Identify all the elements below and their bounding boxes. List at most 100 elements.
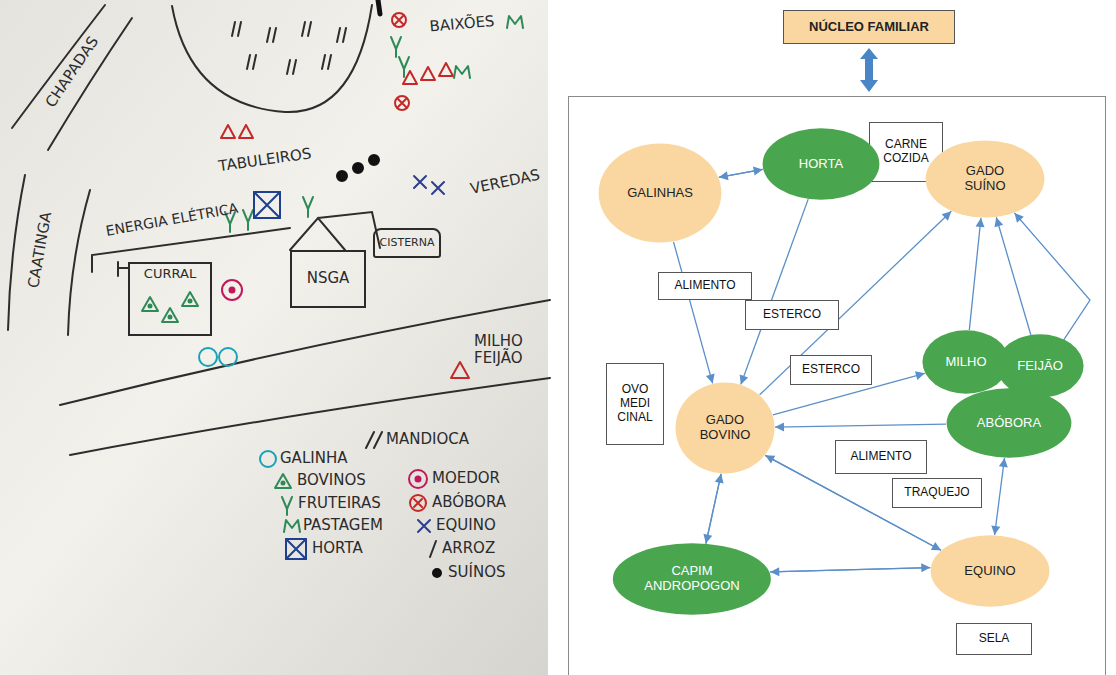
legend-symbols — [284, 520, 300, 532]
arrow-head — [706, 374, 715, 384]
map-symbols — [403, 71, 417, 84]
node-label: FEIJÃO — [1017, 359, 1063, 374]
ellipse-fill — [922, 330, 1009, 393]
system-boundary — [569, 97, 1106, 675]
arrow-head — [775, 422, 784, 431]
flow-line — [706, 474, 721, 544]
legend-entry: SUÍNOS — [448, 564, 505, 581]
legend-entry: PASTAGEM — [303, 517, 383, 534]
legend-text: MILHO FEIJÃO — [474, 333, 538, 366]
flow-arrow — [991, 458, 1008, 535]
map-symbols — [169, 316, 172, 319]
legend-text: ARROZ — [442, 540, 495, 557]
node-label: ESTERCO — [763, 308, 821, 322]
map-symbols — [142, 13, 523, 366]
flow-line — [995, 458, 1005, 535]
legend-entry: MANDIOCA — [386, 431, 469, 448]
map-symbols — [398, 99, 406, 107]
map-symbols — [243, 210, 253, 230]
region-lines — [70, 378, 550, 455]
crop-ellipse: ABÓBORA — [946, 388, 1072, 458]
map-symbols — [391, 37, 401, 57]
map-symbols — [421, 67, 435, 80]
node-label: ALIMENTO — [674, 279, 735, 293]
arrow-head — [715, 474, 724, 484]
animal-ellipse: GADO SUÍNO — [925, 140, 1045, 218]
legend-symbols — [286, 539, 306, 559]
legend-symbols — [416, 477, 421, 482]
map-symbols — [432, 182, 444, 194]
node-label: HORTA — [799, 157, 843, 172]
legend-entry: ABÓBORA — [432, 494, 506, 511]
flow-line — [775, 424, 946, 427]
legend-text: EQUINO — [436, 517, 496, 534]
legend-text: BOVINOS — [297, 472, 366, 489]
region-lines — [118, 262, 128, 276]
region-lines — [8, 0, 550, 455]
map-symbols — [149, 305, 152, 308]
ellipse-fill — [613, 543, 771, 614]
legend-symbols — [433, 569, 441, 577]
map-symbols — [395, 16, 403, 24]
flow-arrow — [775, 422, 946, 431]
flow-arrow — [673, 242, 714, 384]
animal-ellipse: GADO BOVINO — [675, 382, 775, 474]
region-lines — [378, 0, 380, 14]
map-symbols — [303, 197, 313, 217]
arrow-head — [942, 211, 952, 220]
map-symbols — [392, 13, 406, 27]
arrow-head — [976, 218, 985, 227]
legend-entry: BOVINOS — [297, 472, 366, 489]
diagram-ground — [552, 0, 1116, 675]
flow-label-box: TRAQUEJO — [892, 478, 982, 508]
flow-arrow — [770, 567, 930, 576]
map-symbols — [199, 348, 217, 366]
legend-symbols — [282, 482, 285, 485]
map-symbols — [353, 163, 363, 173]
arrow-head — [931, 542, 941, 550]
node-label: EQUINO — [964, 564, 1015, 579]
house-outline: NSGA — [290, 250, 366, 308]
crop-ellipse: CAPIM ANDROPOGON — [612, 543, 772, 615]
flow-arrow — [719, 169, 763, 180]
legend-entry: ARROZ — [442, 540, 495, 557]
map-symbols — [507, 16, 523, 28]
flow-line — [673, 242, 712, 384]
arrow-head — [719, 171, 729, 180]
node-label: TRAQUEJO — [904, 486, 969, 500]
flow-label-box: SELA — [956, 623, 1032, 655]
legend-text: MOEDOR — [432, 470, 500, 487]
legend-entry: GALINHA — [280, 450, 347, 467]
legend-text: SUÍNOS — [448, 564, 505, 581]
legend-text: GALINHA — [280, 450, 347, 467]
map-symbols — [369, 155, 379, 165]
arrow-head — [999, 458, 1008, 467]
node-label: NSGA — [307, 270, 350, 287]
legend-entry: FRUTEIRAS — [298, 495, 381, 512]
legend-text: FRUTEIRAS — [298, 495, 381, 512]
cistern-outline: CISTERNA — [373, 228, 442, 258]
legend-entry: HORTA — [312, 540, 363, 557]
legend-symbols — [409, 470, 427, 488]
legend-symbols — [260, 451, 276, 467]
node-label: GADO BOVINO — [694, 413, 756, 443]
legend-symbols — [430, 541, 436, 557]
flow-label-box: OVO MEDI CINAL — [606, 363, 664, 445]
arrow-head — [994, 217, 1003, 227]
flow-line — [770, 568, 930, 572]
map-symbols — [399, 57, 409, 77]
flow-arrow — [770, 563, 930, 572]
legend-text: MANDIOCA — [386, 431, 469, 448]
node-label: CURRAL — [144, 267, 196, 282]
legend-symbols — [366, 432, 382, 448]
node-label: MILHO — [945, 355, 986, 370]
map-symbols — [254, 192, 280, 218]
ellipse-fill — [675, 382, 774, 473]
map-symbols — [454, 66, 470, 78]
map-symbols — [395, 96, 409, 110]
crop-ellipse: HORTA — [762, 128, 880, 200]
node-label: CARNE COZIDA — [876, 138, 936, 166]
map-symbols — [414, 176, 426, 188]
legend-entry: EQUINO — [436, 517, 496, 534]
flow-label-box: ESTERCO — [745, 300, 839, 330]
